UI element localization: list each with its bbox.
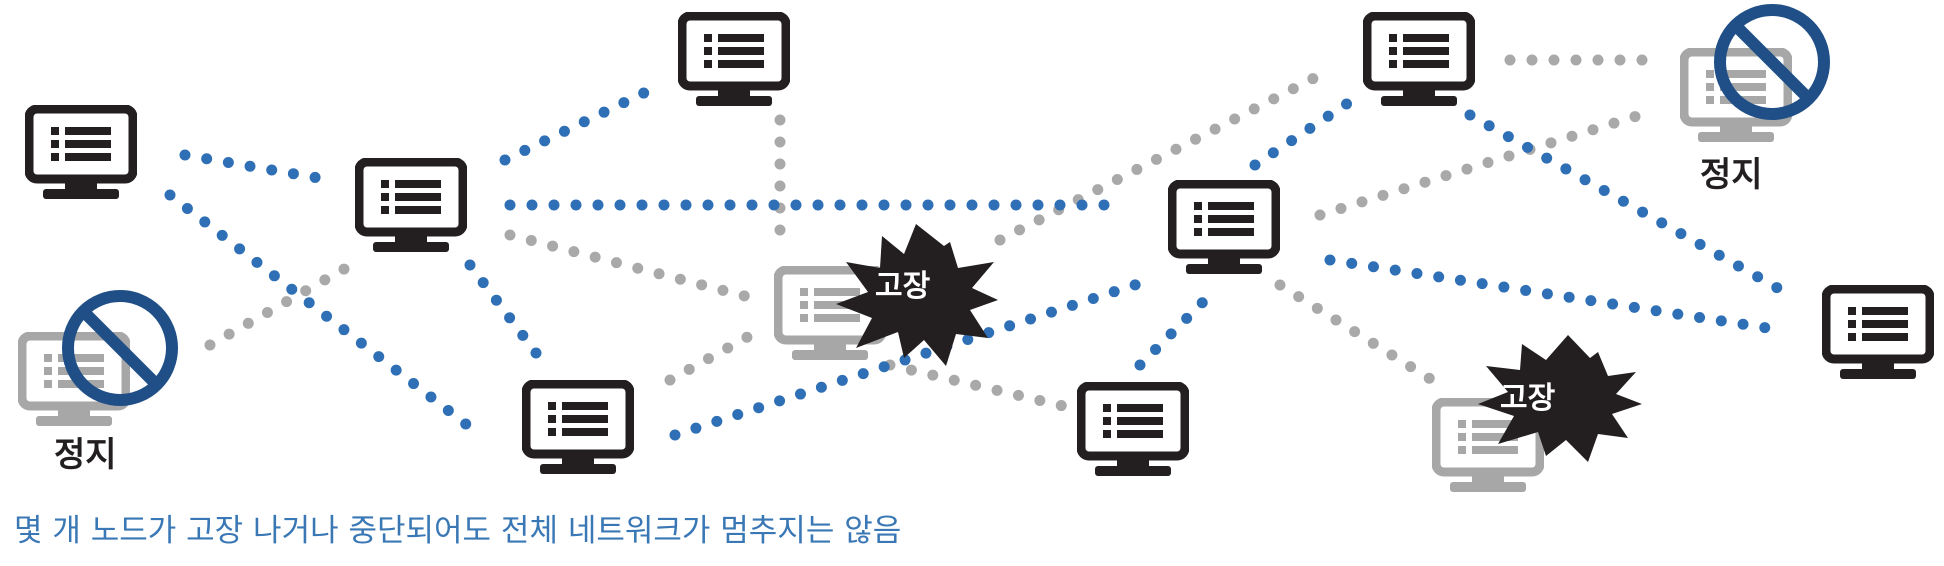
inactive-links — [204, 54, 1656, 416]
node-active-4 — [526, 384, 630, 474]
node-active-7 — [1367, 16, 1471, 106]
node-active-6 — [1081, 386, 1185, 476]
stop-sign-icon — [1714, 4, 1830, 120]
node-active-8 — [1826, 289, 1930, 379]
node-active-1 — [29, 109, 133, 199]
caption: 몇 개 노드가 고장 나거나 중단되어도 전체 네트워크가 멈추지는 않음 — [14, 513, 902, 549]
stopped-label: 정지 — [1700, 155, 1763, 195]
failure-burst-icon — [836, 224, 998, 366]
node-active-3 — [682, 16, 786, 106]
failure-label: 고장 — [875, 269, 931, 304]
node-active-2 — [359, 162, 463, 252]
stopped-label: 정지 — [54, 435, 117, 475]
active-links — [164, 84, 1796, 441]
failure-burst-icon — [1478, 335, 1642, 462]
node-active-5 — [1172, 184, 1276, 274]
stop-sign-icon — [62, 290, 178, 406]
failure-label: 고장 — [1500, 381, 1556, 416]
